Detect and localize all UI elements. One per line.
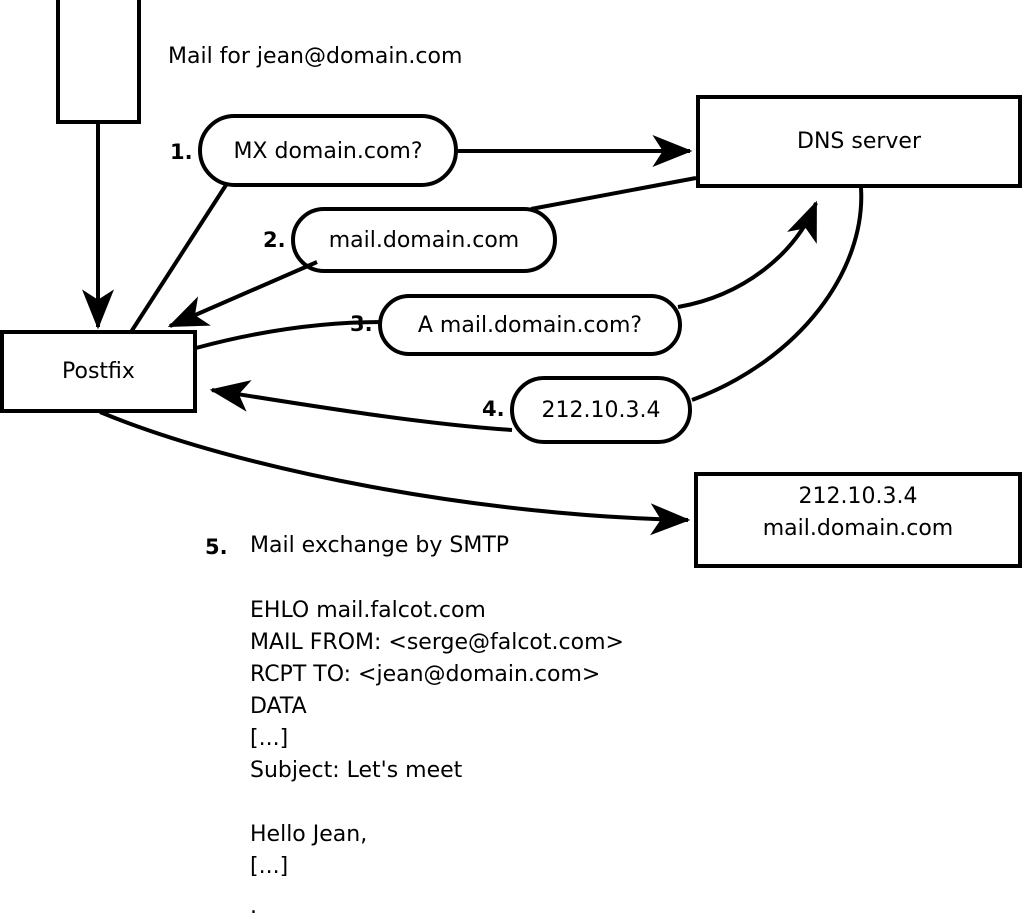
mail-server-label-line1: 212.10.3.4 bbox=[798, 484, 918, 509]
step-2-number: 2. bbox=[263, 228, 286, 252]
step-3-number: 3. bbox=[350, 312, 373, 336]
mail-server-label-line2: mail.domain.com bbox=[762, 516, 954, 541]
edge-step3-to-dns bbox=[677, 200, 818, 309]
page-title: Mail for jean@domain.com bbox=[168, 44, 463, 69]
step-1-number: 1. bbox=[170, 140, 193, 164]
postfix-label: Postfix bbox=[62, 359, 135, 384]
smtp-line-8: [...] bbox=[250, 854, 289, 879]
edge-postfix-to-step3 bbox=[195, 320, 383, 350]
step-1-label: MX domain.com? bbox=[233, 139, 423, 164]
smtp-line-5: Subject: Let's meet bbox=[250, 758, 463, 783]
smtp-line-10: . bbox=[250, 894, 257, 919]
postfix-box bbox=[0, 330, 197, 413]
step-5-label: Mail exchange by SMTP bbox=[250, 533, 510, 558]
smtp-line-3: DATA bbox=[250, 694, 307, 719]
step-2-label: mail.domain.com bbox=[328, 228, 520, 253]
client-box bbox=[56, 0, 141, 124]
edge-step2-to-postfix bbox=[167, 260, 318, 328]
step-2-bubble bbox=[291, 207, 557, 273]
edge-step1-tail bbox=[129, 183, 228, 334]
smtp-line-1: MAIL FROM: <serge@falcot.com> bbox=[250, 630, 624, 655]
edge-step4-to-postfix bbox=[209, 380, 513, 432]
edge-dns-to-step4 bbox=[691, 187, 864, 402]
step-3-bubble bbox=[378, 294, 682, 356]
edge-postfix-to-mailserver bbox=[99, 410, 691, 536]
step-4-label: 212.10.3.4 bbox=[541, 398, 661, 423]
edge-dns-to-step2 bbox=[530, 176, 697, 211]
step-4-bubble bbox=[510, 376, 692, 444]
smtp-line-2: RCPT TO: <jean@domain.com> bbox=[250, 662, 601, 687]
mail-server-box bbox=[694, 472, 1022, 568]
step-4-number: 4. bbox=[482, 397, 505, 421]
smtp-line-7: Hello Jean, bbox=[250, 822, 368, 847]
step-5-number: 5. bbox=[205, 535, 228, 559]
smtp-line-0: EHLO mail.falcot.com bbox=[250, 598, 486, 623]
smtp-line-4: [...] bbox=[250, 726, 289, 751]
step-3-label: A mail.domain.com? bbox=[417, 313, 643, 338]
dns-server-box bbox=[696, 95, 1022, 188]
dns-server-label: DNS server bbox=[797, 129, 921, 154]
